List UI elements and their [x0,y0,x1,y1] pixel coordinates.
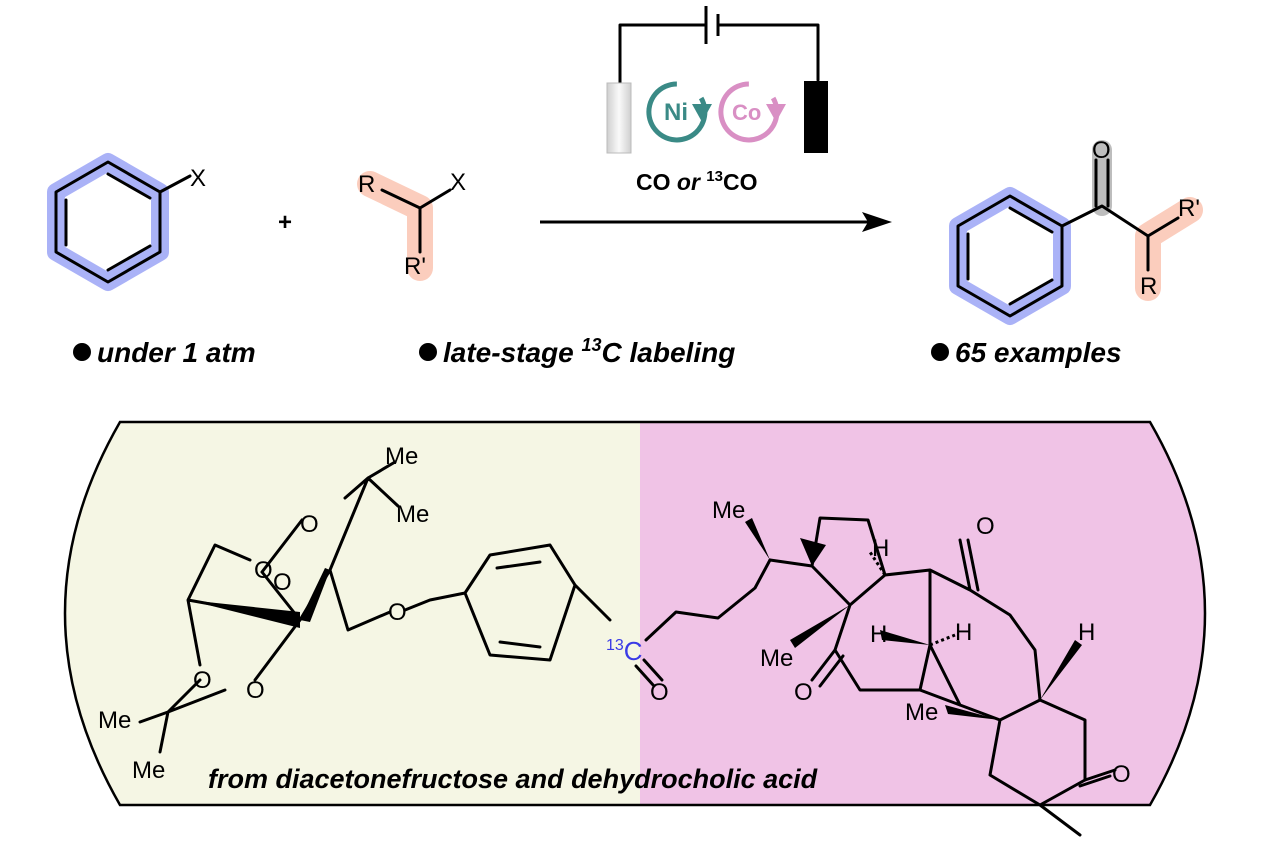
co-catalyst-cycle-icon: Co [718,81,786,143]
o-label: O [246,677,265,704]
example-panel: Me Me O O O O O O Me Me 13C O Me H O [63,420,1207,837]
anode-electrode [606,82,632,154]
o-label: O [193,667,212,694]
me-label: Me [396,501,429,528]
13c-label: 13C [606,636,643,666]
bullet-late-stage-labeling: late-stage 13C labeling [443,335,735,368]
me-label: Me [905,699,938,726]
co-label: Co [732,100,761,125]
alkyl-r-label: R [358,171,375,198]
product-r-prime-label: R' [1178,195,1200,222]
alkyl-r-prime-label: R' [404,253,426,280]
me-label: Me [132,757,165,784]
o-label: O [300,511,319,538]
electrochemical-cell: Ni Co CO or 13CO [606,6,828,195]
capsule-outline [63,420,1207,807]
product-r-label: R [1140,273,1157,300]
ni-catalyst-cycle-icon: Ni [646,81,712,143]
alkyl-x-label: X [450,169,466,196]
bullet-under-1-atm: under 1 atm [97,337,256,368]
ketone-product: O R' R [949,137,1203,325]
bullet-65-examples: 65 examples [955,337,1122,368]
ketone-o-label: O [650,679,669,706]
h-label: H [1078,619,1095,646]
plus-sign: + [278,209,292,236]
o-label: O [388,599,407,626]
h-label: H [870,621,887,648]
bullet-dot [73,343,91,361]
example-caption: from diacetonefructose and dehydrocholic… [208,764,818,794]
aryl-halide: X [47,153,206,291]
me-label: Me [712,497,745,524]
aryl-highlight [47,153,169,291]
dehydrocholic-acid-fragment [745,516,1117,837]
alkyl-halide: R X R' [357,169,466,281]
h-label: H [872,535,889,562]
diacetonefructose-panel [65,422,640,805]
bullet-dot [419,343,437,361]
conditions-text: CO or 13CO [636,168,757,195]
me-label: Me [760,645,793,672]
diacetonefructose-fragment [138,460,612,754]
dehydrocholic-panel [640,422,1205,805]
o-label: O [794,679,813,706]
bullet-dot [931,343,949,361]
h-label: H [955,619,972,646]
ni-label: Ni [664,99,688,126]
o-label: O [1112,761,1131,788]
me-label: Me [98,707,131,734]
bullet-list: under 1 atm late-stage 13C labeling 65 e… [73,335,1122,368]
reaction-arrow [540,212,892,232]
o-label: O [976,513,995,540]
aryl-x-label: X [190,165,206,192]
me-label: Me [385,443,418,470]
o-label: O [254,557,273,584]
cathode-electrode [804,81,828,153]
product-aryl-highlight [949,187,1071,325]
product-o-label: O [1092,137,1111,164]
o-label: O [273,569,292,596]
